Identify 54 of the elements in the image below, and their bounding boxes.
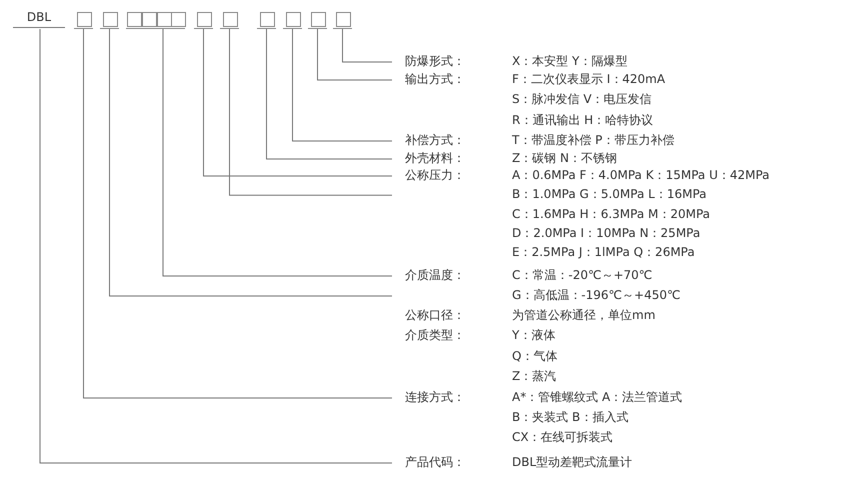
field-heading: 输出方式： — [405, 71, 465, 88]
option-text: D：2.0MPa I：10MPa N：25MPa — [512, 224, 700, 242]
leader-line — [162, 28, 392, 276]
option-text: Y：液体 — [512, 327, 556, 344]
code-digit-box — [257, 12, 276, 29]
leader-line — [203, 28, 392, 176]
leader-line — [266, 28, 392, 160]
code-digit-box — [333, 12, 352, 29]
field-heading: 产品代码： — [405, 454, 465, 471]
option-text: B：夹装式 B：插入式 — [512, 409, 628, 426]
field-heading: 公称压力： — [405, 167, 465, 184]
option-text: DBL型动差靶式流量计 — [512, 454, 632, 471]
option-text: Q：气体 — [512, 348, 558, 364]
option-text: T：带温度补偿 P：带压力补偿 — [512, 132, 674, 149]
leader-line — [229, 28, 392, 196]
code-digit-box — [170, 12, 185, 29]
option-text: A*：管锥螺纹式 A：法兰管道式 — [512, 389, 682, 406]
code-digit-box — [100, 12, 119, 29]
option-text: X：本安型 Y：隔爆型 — [512, 53, 628, 70]
field-heading: 介质类型： — [405, 327, 465, 344]
option-text: 为管道公称通径，单位mm — [512, 307, 656, 324]
field-heading: 介质温度： — [405, 267, 465, 284]
field-heading: 公称口径： — [405, 307, 465, 324]
leader-line — [109, 28, 392, 296]
option-text: S：脉冲发信 V：电压发信 — [512, 91, 652, 108]
code-digit-box — [308, 12, 327, 29]
code-digit-box — [74, 12, 93, 29]
option-text: Z：蒸汽 — [512, 368, 556, 385]
code-digit-box — [141, 12, 156, 29]
leader-line — [342, 28, 392, 62]
option-text: E：2.5MPa J：1lMPa Q：26MPa — [512, 244, 695, 262]
option-text: Z：碳钢 N：不锈钢 — [512, 150, 618, 167]
code-digit-box — [126, 12, 141, 29]
leader-line — [83, 28, 392, 398]
product-code-text: DBL — [13, 8, 65, 28]
field-heading: 防爆形式： — [405, 53, 465, 70]
code-digit-box — [283, 12, 302, 29]
option-text: R：通讯输出 H：哈特协议 — [512, 112, 654, 129]
code-digit-box — [194, 12, 213, 29]
field-heading: 连接方式： — [405, 389, 465, 406]
option-text: B：1.0MPa G：5.0MPa L：16MPa — [512, 186, 706, 204]
option-text: G：高低温：-196℃～+450℃ — [512, 287, 680, 304]
option-text: C：1.6MPa H：6.3MPa M：20MPa — [512, 206, 710, 223]
code-digit-box — [156, 12, 171, 29]
option-text: A：0.6MPa F：4.0MPa K：15MPa U：42MPa — [512, 167, 770, 184]
leader-line — [40, 28, 392, 464]
option-text: CX：在线可拆装式 — [512, 429, 613, 446]
field-heading: 补偿方式： — [405, 132, 465, 149]
option-text: F：二次仪表显示 I：420mA — [512, 71, 666, 88]
option-text: C：常温：-20℃～+70℃ — [512, 267, 652, 284]
leader-line — [292, 28, 392, 142]
leader-line — [317, 28, 392, 80]
code-digit-box — [220, 12, 239, 29]
field-heading: 外壳材料： — [405, 150, 465, 167]
